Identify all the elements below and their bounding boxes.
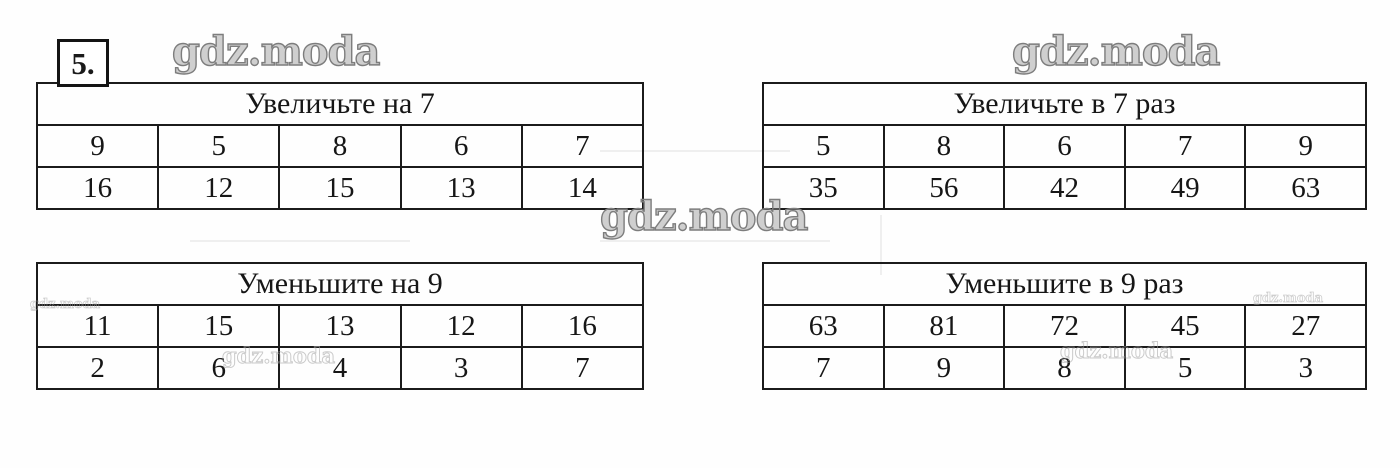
table-increase-times: Увеличьте в 7 раз 5 8 6 7 9 35 56 42 49 … — [762, 82, 1367, 210]
table-cell-input: 16 — [520, 304, 645, 348]
table-cell-output: 56 — [882, 166, 1006, 210]
table-cell-output: 13 — [399, 166, 523, 210]
table-input-row: 9 5 8 6 7 — [35, 124, 645, 168]
table-cell-input: 81 — [882, 304, 1006, 348]
table-cell-input: 9 — [35, 124, 160, 168]
table-title: Уменьшите в 9 раз — [762, 262, 1367, 306]
table-cell-input: 6 — [399, 124, 523, 168]
scan-artifact-line — [190, 240, 410, 242]
table-cell-input: 45 — [1123, 304, 1247, 348]
exercise-number-box: 5. — [57, 39, 109, 87]
table-header-row: Уменьшите на 9 — [36, 262, 644, 306]
table-cell-input: 7 — [520, 124, 645, 168]
watermark-gdz-moda: gdz.moda — [1011, 27, 1221, 75]
table-cell-input: 12 — [399, 304, 523, 348]
table-cell-output: 9 — [882, 346, 1006, 390]
table-cell-output: 2 — [35, 346, 160, 390]
table-cell-input: 8 — [882, 124, 1006, 168]
table-cell-output: 49 — [1123, 166, 1247, 210]
table-cell-input: 5 — [157, 124, 281, 168]
table-cell-output: 12 — [157, 166, 281, 210]
table-cell-output: 7 — [762, 346, 885, 390]
table-header-row: Увеличьте в 7 раз — [762, 82, 1367, 126]
table-cell-output: 5 — [1123, 346, 1247, 390]
table-input-row: 11 15 13 12 16 — [35, 304, 645, 348]
table-header-row: Увеличьте на 7 — [36, 82, 644, 126]
table-input-row: 5 8 6 7 9 — [762, 124, 1367, 168]
table-cell-output: 4 — [278, 346, 402, 390]
table-cell-input: 6 — [1003, 124, 1126, 168]
table-cell-input: 5 — [762, 124, 885, 168]
table-decrease-by: Уменьшите на 9 11 15 13 12 16 2 6 4 3 7 — [35, 262, 645, 390]
table-cell-input: 63 — [762, 304, 885, 348]
table-cell-output: 16 — [35, 166, 160, 210]
table-cell-output: 3 — [1244, 346, 1367, 390]
table-output-row: 16 12 15 13 14 — [35, 166, 645, 210]
table-title: Увеличьте на 7 — [36, 82, 644, 126]
watermark-gdz-moda: gdz.moda — [171, 27, 381, 75]
table-cell-input: 13 — [278, 304, 402, 348]
table-cell-output: 63 — [1244, 166, 1367, 210]
scan-artifact-line — [600, 240, 830, 242]
table-cell-output: 35 — [762, 166, 885, 210]
table-decrease-times: Уменьшите в 9 раз 63 81 72 45 27 7 9 8 5… — [762, 262, 1367, 390]
table-cell-input: 7 — [1123, 124, 1247, 168]
table-output-row: 35 56 42 49 63 — [762, 166, 1367, 210]
table-increase-by: Увеличьте на 7 9 5 8 6 7 16 12 15 13 14 — [35, 82, 645, 210]
table-cell-output: 6 — [157, 346, 281, 390]
table-output-row: 2 6 4 3 7 — [35, 346, 645, 390]
table-cell-output: 15 — [278, 166, 402, 210]
table-cell-input: 9 — [1244, 124, 1367, 168]
table-title: Уменьшите на 9 — [36, 262, 644, 306]
table-cell-input: 11 — [35, 304, 160, 348]
table-cell-output: 42 — [1003, 166, 1126, 210]
table-cell-input: 15 — [157, 304, 281, 348]
table-cell-output: 3 — [399, 346, 523, 390]
table-cell-output: 14 — [520, 166, 645, 210]
table-cell-input: 8 — [278, 124, 402, 168]
table-header-row: Уменьшите в 9 раз — [762, 262, 1367, 306]
table-input-row: 63 81 72 45 27 — [762, 304, 1367, 348]
table-output-row: 7 9 8 5 3 — [762, 346, 1367, 390]
table-cell-input: 72 — [1003, 304, 1126, 348]
table-cell-output: 7 — [520, 346, 645, 390]
table-title: Увеличьте в 7 раз — [762, 82, 1367, 126]
table-cell-output: 8 — [1003, 346, 1126, 390]
table-cell-input: 27 — [1244, 304, 1367, 348]
